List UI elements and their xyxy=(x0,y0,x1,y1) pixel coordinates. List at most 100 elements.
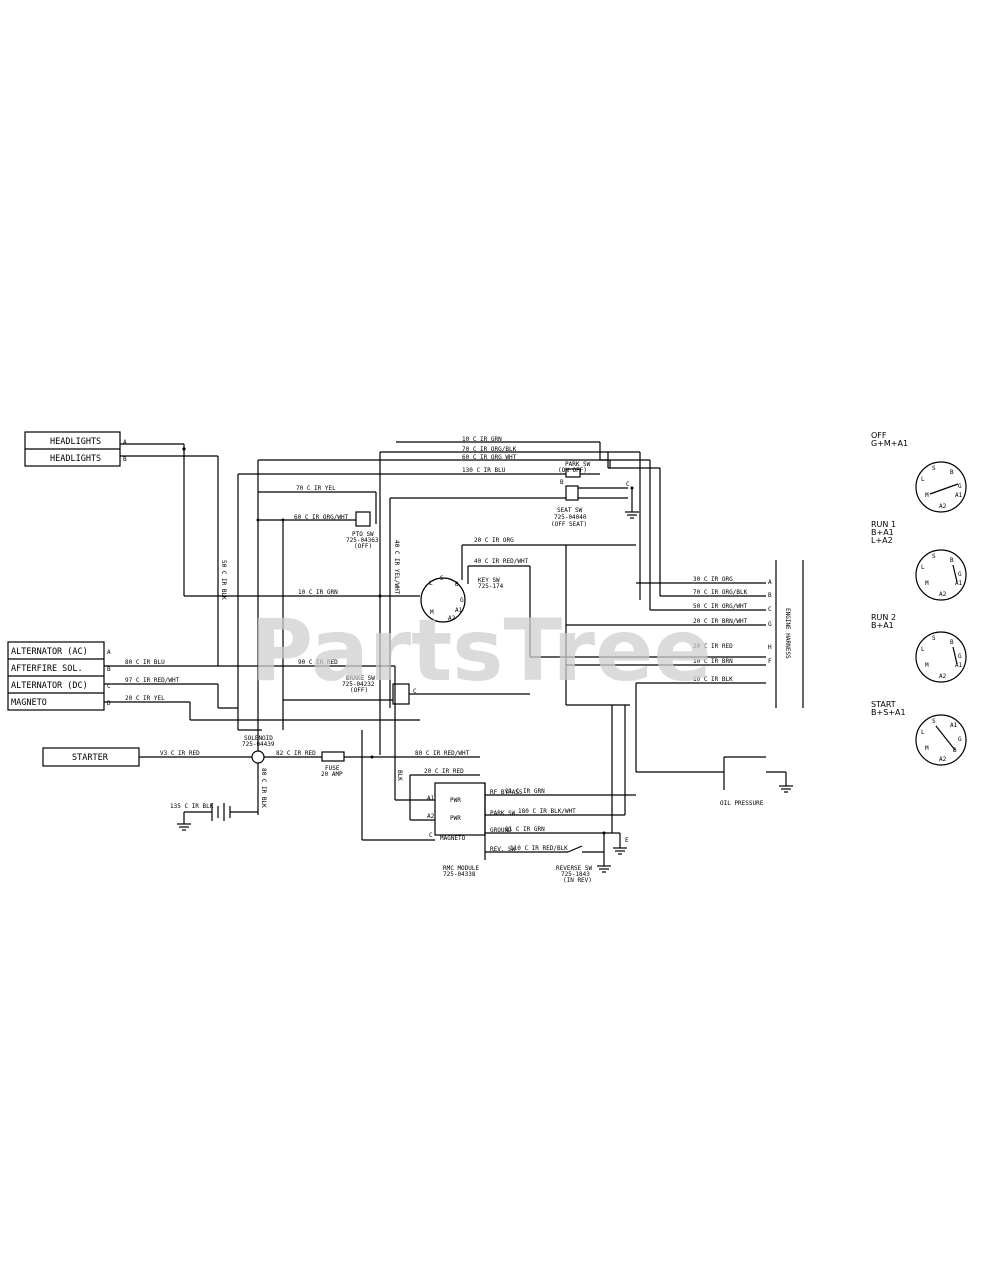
svg-text:B: B xyxy=(107,666,111,673)
svg-text:MAGNETO: MAGNETO xyxy=(440,835,466,842)
starter-box: STARTER xyxy=(42,747,140,767)
switch-state-run2: RUN 2 B+A1 S B L G M A1 A2 xyxy=(871,613,967,683)
alternator-dc-label: ALTERNATOR (DC) xyxy=(11,681,88,691)
svg-text:50 C IR ORG/WHT: 50 C IR ORG/WHT xyxy=(693,603,748,610)
svg-text:20 AMP: 20 AMP xyxy=(321,771,343,778)
svg-text:10 C IR GRN: 10 C IR GRN xyxy=(462,436,502,443)
svg-text:A2: A2 xyxy=(939,503,947,510)
svg-text:10 C IR BLK: 10 C IR BLK xyxy=(693,676,733,683)
svg-text:G: G xyxy=(958,483,962,490)
svg-text:START: START xyxy=(871,700,896,709)
svg-text:PWR: PWR xyxy=(450,815,461,822)
top-wires: 10 C IR GRN 70 C IR ORG/BLK 60 C IR ORG … xyxy=(237,436,641,755)
svg-text:70 C IR ORG/BLK: 70 C IR ORG/BLK xyxy=(462,446,517,453)
svg-text:ENGINE HARNESS: ENGINE HARNESS xyxy=(784,608,791,659)
svg-text:B: B xyxy=(950,639,954,646)
svg-text:110 C IR RED/BLK: 110 C IR RED/BLK xyxy=(510,845,568,852)
svg-text:(OFF): (OFF) xyxy=(350,687,368,694)
svg-text:REVERSE SW: REVERSE SW xyxy=(556,865,593,872)
svg-text:C: C xyxy=(429,832,433,839)
svg-text:A2: A2 xyxy=(939,756,947,763)
svg-text:L: L xyxy=(921,646,925,653)
svg-text:B+A1: B+A1 xyxy=(871,621,894,630)
svg-text:80 C IR BLK: 80 C IR BLK xyxy=(260,768,267,808)
svg-text:A1: A1 xyxy=(955,662,963,669)
svg-text:B+S+A1: B+S+A1 xyxy=(871,708,906,717)
svg-text:A2: A2 xyxy=(939,591,947,598)
svg-text:V3 C IR RED: V3 C IR RED xyxy=(160,750,200,757)
svg-text:B: B xyxy=(123,456,127,463)
svg-text:M: M xyxy=(430,609,434,616)
svg-text:S: S xyxy=(932,718,936,725)
svg-text:REV. SW: REV. SW xyxy=(490,846,516,853)
svg-text:A1: A1 xyxy=(950,722,958,729)
svg-text:60 C IR ORG WHT: 60 C IR ORG WHT xyxy=(462,454,517,461)
svg-text:130 C IR BLU: 130 C IR BLU xyxy=(462,467,506,474)
svg-text:10 C IR GRN: 10 C IR GRN xyxy=(298,589,338,596)
svg-text:20 C IR YEL: 20 C IR YEL xyxy=(125,695,165,702)
rmc-module: A1 PWR A2 PWR C MAGNETO RF BYPASS PARK S… xyxy=(361,666,636,878)
svg-text:PARK SW: PARK SW xyxy=(565,461,591,468)
svg-text:C: C xyxy=(413,688,417,695)
reverse-switch: REVERSE SW 725-1843 (IN REV) E xyxy=(556,705,629,884)
svg-text:30 C IR ORG: 30 C IR ORG xyxy=(693,576,733,583)
svg-text:90 C IR RED: 90 C IR RED xyxy=(298,659,338,666)
svg-text:PTO SW: PTO SW xyxy=(352,531,374,538)
svg-text:RF BYPASS: RF BYPASS xyxy=(490,789,523,796)
svg-text:OFF: OFF xyxy=(871,431,887,440)
headlights-label-1: HEADLIGHTS xyxy=(50,437,101,447)
svg-text:RUN 1: RUN 1 xyxy=(871,520,896,529)
svg-text:F: F xyxy=(768,658,772,665)
svg-text:RMC MODULE: RMC MODULE xyxy=(443,865,480,872)
svg-text:SOLENOID: SOLENOID xyxy=(244,735,273,742)
svg-text:(OFF SEAT): (OFF SEAT) xyxy=(551,521,587,528)
svg-text:B: B xyxy=(560,479,564,486)
svg-text:BRAKE SW: BRAKE SW xyxy=(346,675,375,682)
svg-text:G: G xyxy=(958,653,962,660)
svg-text:A2: A2 xyxy=(448,615,456,622)
svg-text:A2: A2 xyxy=(939,673,947,680)
svg-text:S: S xyxy=(932,635,936,642)
svg-text:G: G xyxy=(958,571,962,578)
svg-text:H: H xyxy=(768,644,772,651)
svg-text:SEAT SW: SEAT SW xyxy=(557,507,583,514)
svg-text:B: B xyxy=(768,592,772,599)
svg-text:B: B xyxy=(455,581,459,588)
seat-switch: B C SEAT SW 725-04040 (OFF SEAT) xyxy=(390,479,639,528)
svg-text:725-04363: 725-04363 xyxy=(346,537,379,544)
center-wires: 10 C IR GRN 90 C IR RED 40 C IR YEL/WHT xyxy=(184,498,420,708)
svg-text:C: C xyxy=(107,683,111,690)
svg-text:97 C IR RED/WHT: 97 C IR RED/WHT xyxy=(125,677,180,684)
svg-text:40 C IR YEL/WHT: 40 C IR YEL/WHT xyxy=(393,540,400,595)
svg-text:G: G xyxy=(460,597,464,604)
svg-text:B: B xyxy=(950,557,954,564)
svg-text:KEY SW: KEY SW xyxy=(478,577,500,584)
svg-text:70 C IR ORG/BLK: 70 C IR ORG/BLK xyxy=(693,589,748,596)
afterfire-label: AFTERFIRE SOL. xyxy=(11,664,83,674)
svg-text:50 C IR BLK: 50 C IR BLK xyxy=(220,560,227,600)
svg-text:C: C xyxy=(626,481,630,488)
svg-text:20 C IR ORG: 20 C IR ORG xyxy=(474,537,514,544)
headlights-box: HEADLIGHTS HEADLIGHTS A B xyxy=(24,431,127,467)
starter-label: STARTER xyxy=(72,753,109,763)
svg-text:80 C IR RED/WHT: 80 C IR RED/WHT xyxy=(415,750,470,757)
svg-text:FUSE: FUSE xyxy=(325,765,340,772)
svg-text:C: C xyxy=(768,606,772,613)
pto-switch: 70 C IR YEL 60 C IR ORG/WHT PTO SW 725-0… xyxy=(256,485,379,550)
svg-text:L+A2: L+A2 xyxy=(871,536,893,545)
svg-text:(IN REV): (IN REV) xyxy=(563,877,592,884)
svg-text:11 C IR GRN: 11 C IR GRN xyxy=(505,826,545,833)
svg-text:(OFF): (OFF) xyxy=(354,543,372,550)
alternator-ac-label: ALTERNATOR (AC) xyxy=(11,647,88,657)
svg-text:180 C IR BLK/WHT: 180 C IR BLK/WHT xyxy=(518,808,576,815)
svg-text:A: A xyxy=(768,579,772,586)
magneto-label: MAGNETO xyxy=(11,698,47,708)
svg-text:A1: A1 xyxy=(427,795,435,802)
svg-text:A1: A1 xyxy=(955,492,963,499)
svg-text:D: D xyxy=(107,700,111,707)
svg-text:M: M xyxy=(925,662,929,669)
svg-text:S: S xyxy=(932,465,936,472)
svg-text:20 C IR BRN/WHT: 20 C IR BRN/WHT xyxy=(693,618,748,625)
svg-text:725-04040: 725-04040 xyxy=(554,514,587,521)
